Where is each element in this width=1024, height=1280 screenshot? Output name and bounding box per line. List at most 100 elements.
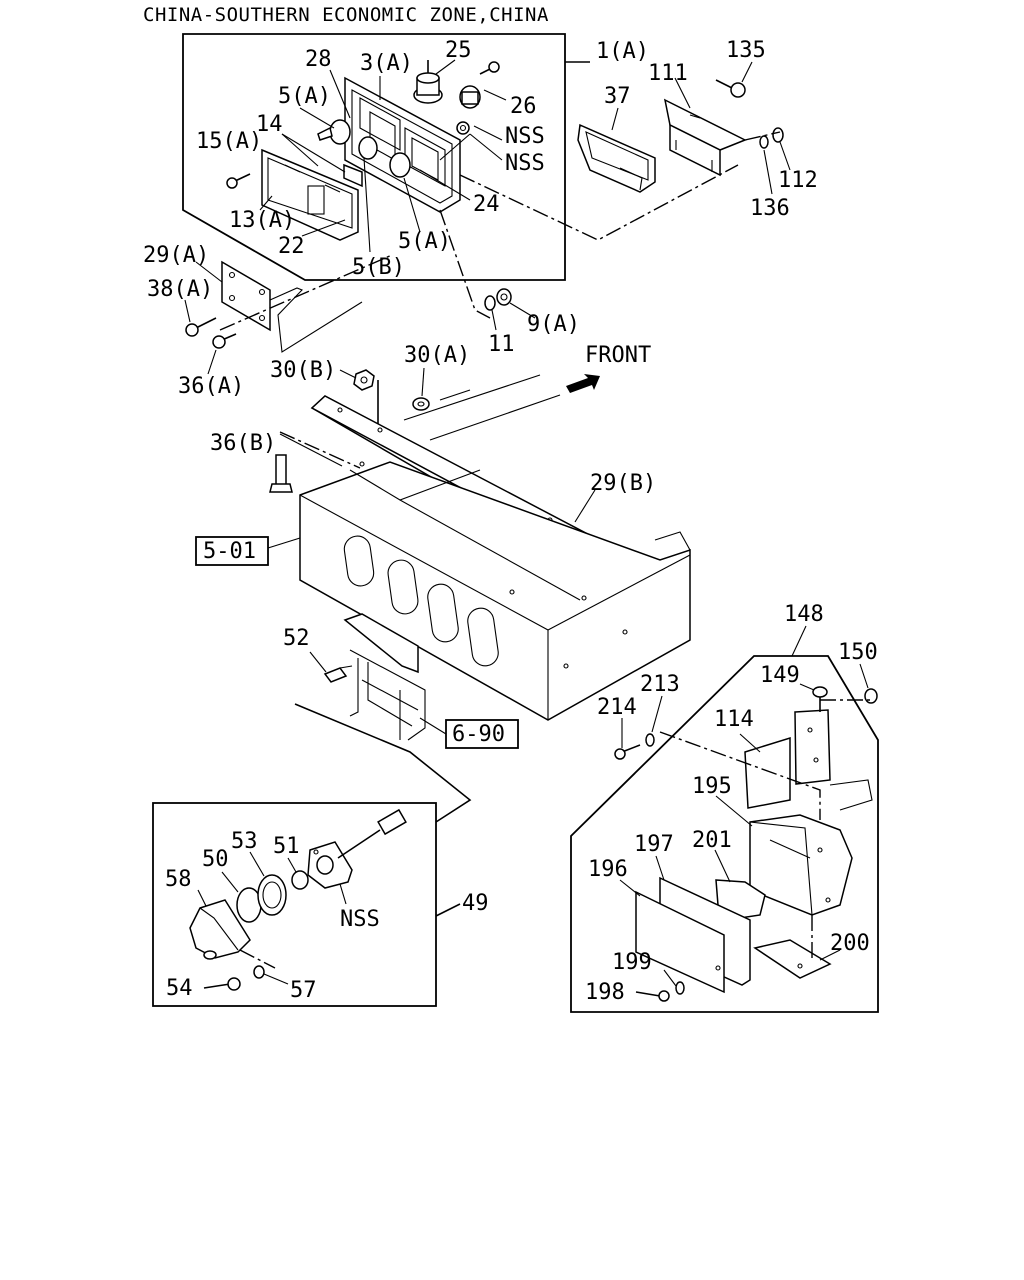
bulb-51 (291, 870, 309, 890)
label-5a-2: 5(A) (398, 229, 451, 254)
label-13a: 13(A) (229, 208, 295, 233)
label-51: 51 (273, 834, 300, 859)
housing-195 (749, 814, 853, 916)
ref-5-01[interactable]: 5-01 (203, 539, 256, 564)
label-37: 37 (604, 84, 631, 109)
label-198: 198 (585, 980, 625, 1005)
label-24: 24 (473, 192, 500, 217)
nut-112 (772, 127, 784, 143)
label-nss-3: NSS (340, 907, 380, 932)
bolt-135 (715, 79, 746, 98)
label-112: 112 (778, 168, 818, 193)
label-38a: 38(A) (147, 277, 213, 302)
bulb-5b (358, 136, 378, 160)
label-136: 136 (750, 196, 790, 221)
lamp-shade-58 (189, 899, 251, 960)
lamp-housing (344, 76, 461, 213)
plate-29a (221, 260, 271, 332)
leader-49 (435, 903, 461, 917)
label-28: 28 (305, 47, 332, 72)
gasket-53 (257, 874, 287, 916)
front-label: FRONT (585, 343, 651, 368)
label-26: 26 (510, 94, 537, 119)
bulb-5a-left (317, 119, 351, 145)
label-29b: 29(B) (590, 471, 656, 496)
cap-26 (459, 85, 481, 109)
label-1a: 1(A) (596, 39, 649, 64)
leader-148 (791, 625, 807, 657)
screw-26 (479, 61, 500, 75)
nut-30b (353, 369, 375, 391)
ref-6-90[interactable]: 6-90 (452, 722, 505, 747)
label-nss-2: NSS (505, 151, 545, 176)
leader-30b (339, 369, 357, 379)
front-arrow-icon (566, 374, 600, 393)
bolt-36b (269, 454, 293, 493)
ref-box-5-01 (195, 536, 269, 566)
assembly-callout-box (182, 33, 566, 281)
label-213: 213 (640, 672, 680, 697)
washer-136 (759, 135, 769, 149)
label-148: 148 (784, 602, 824, 627)
label-30a: 30(A) (404, 343, 470, 368)
socket-nss (307, 808, 407, 889)
leader-52 (309, 651, 327, 673)
leader-36b (279, 433, 343, 467)
label-3a: 3(A) (360, 51, 413, 76)
connector-36b (279, 431, 361, 469)
label-196: 196 (588, 857, 628, 882)
leader-30a (421, 367, 425, 397)
label-195: 195 (692, 774, 732, 799)
connector-29a (219, 254, 393, 331)
label-197: 197 (634, 832, 674, 857)
leader-29b (574, 489, 596, 523)
label-22: 22 (278, 234, 305, 259)
main-frame-box (299, 461, 691, 721)
label-49: 49 (462, 891, 489, 916)
label-201: 201 (692, 828, 732, 853)
screw-54 (203, 965, 265, 991)
label-54: 54 (166, 976, 193, 1001)
nut-nss (456, 121, 470, 135)
label-52: 52 (283, 626, 310, 651)
leader-5-01 (267, 537, 301, 549)
label-11: 11 (488, 332, 515, 357)
part-labels: 28 3(A) 25 1(A) 135 111 37 26 NSS NSS 5(… (143, 38, 878, 1005)
gasket (343, 163, 363, 188)
label-5a-1: 5(A) (278, 84, 331, 109)
callout-line-49 (294, 703, 472, 823)
leader-11 (491, 309, 497, 331)
label-5b: 5(B) (352, 255, 405, 280)
nut-9a (496, 288, 512, 306)
label-199: 199 (612, 950, 652, 975)
frame-rails (403, 374, 561, 441)
bracket-200 (753, 939, 832, 979)
bolt-38a (185, 317, 217, 337)
leaders-29a (184, 261, 363, 375)
leader-6-90 (419, 717, 447, 735)
label-111: 111 (648, 61, 688, 86)
label-150: 150 (838, 640, 878, 665)
lamp-lens (261, 148, 359, 241)
bolt-36a (212, 333, 237, 349)
washer-11 (484, 295, 496, 311)
connector-9a (439, 209, 491, 319)
leaders-lower-right (619, 663, 870, 987)
label-15a: 15(A) (196, 129, 262, 154)
label-214: 214 (597, 695, 637, 720)
socket-25 (413, 60, 443, 104)
leaders-upper (259, 59, 507, 253)
label-30b: 30(B) (270, 358, 336, 383)
label-200: 200 (830, 931, 870, 956)
label-114: 114 (714, 707, 754, 732)
lamp-49-callout-box (152, 802, 437, 1007)
leader-9a (509, 302, 536, 319)
screw-198 (635, 981, 685, 1002)
leaders-right-upper (611, 61, 791, 195)
leaders-lower-left (197, 851, 347, 985)
label-50: 50 (202, 847, 229, 872)
label-135: 135 (726, 38, 766, 63)
screw-15a (226, 173, 251, 189)
label-36b: 36(B) (210, 431, 276, 456)
bracket-step (343, 613, 426, 741)
